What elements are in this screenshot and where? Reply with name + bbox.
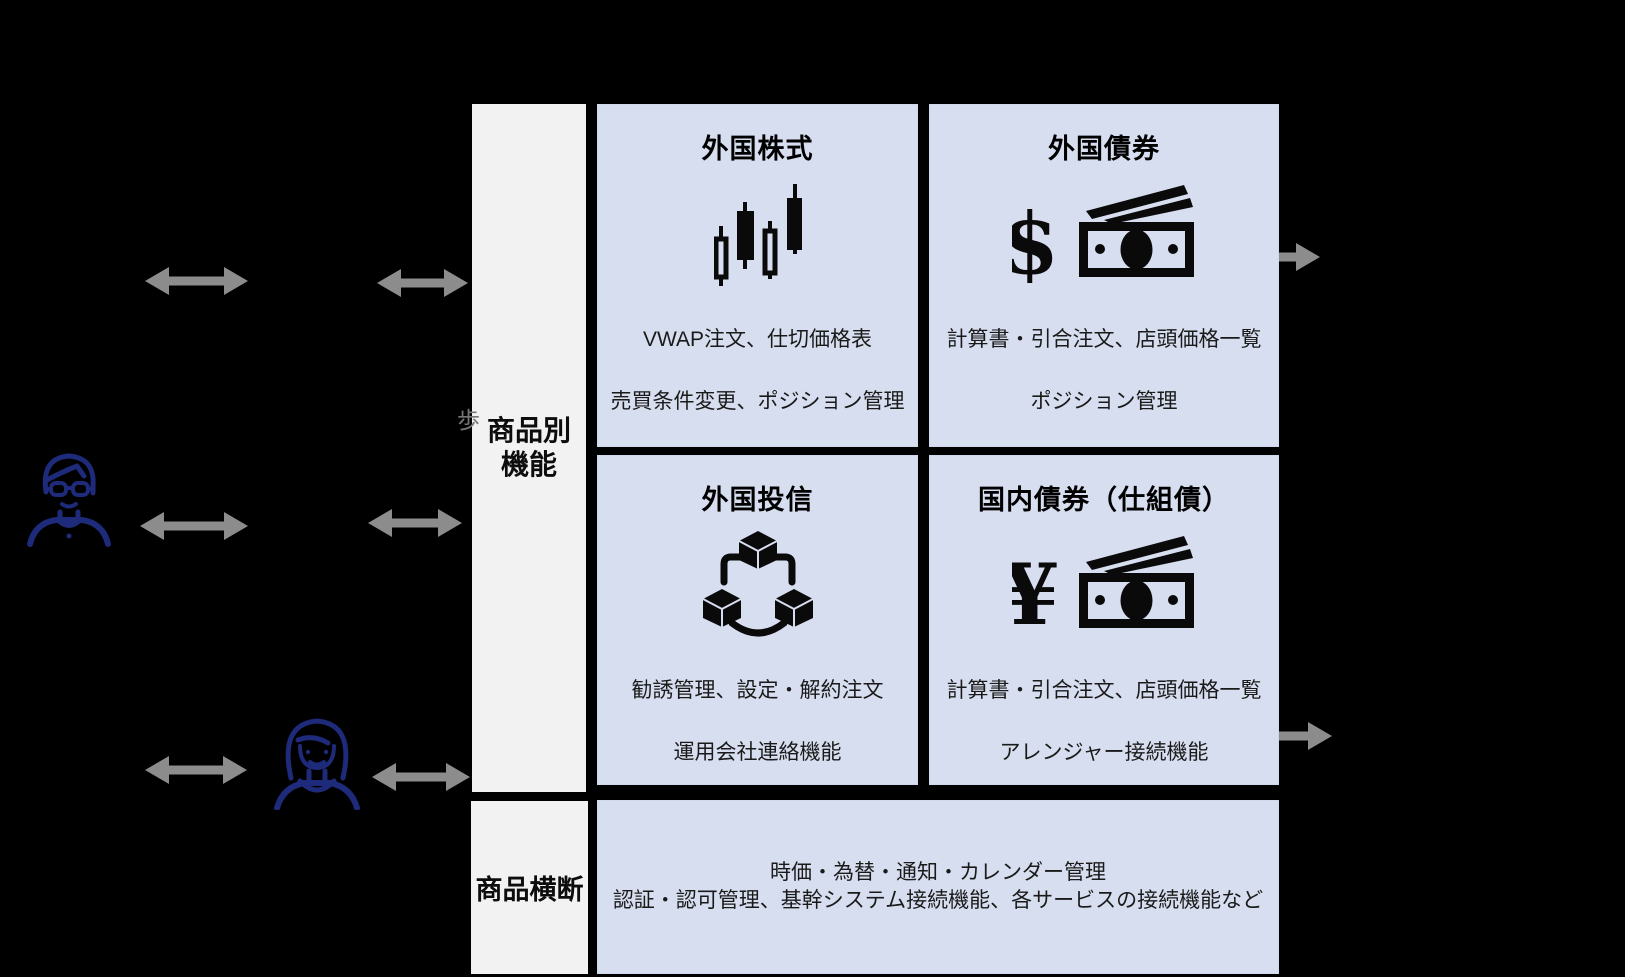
product-feature: 売買条件変更、ポジション管理 [610, 390, 905, 413]
product-feature: 勧誘管理、設定・解約注文 [631, 679, 884, 702]
product-box-foreign-bond: 外国債券 $ 計算書・引合注文、店頭価格一覧 ポジション管理 [929, 104, 1279, 447]
bidirectional-arrow [377, 269, 468, 297]
category-label: 商品横断 [475, 875, 584, 905]
man-with-glasses-icon [27, 453, 111, 547]
product-title: 外国株式 [701, 134, 814, 164]
bidirectional-arrow [145, 756, 247, 784]
product-feature: 計算書・引合注文、店頭価格一覧 [946, 679, 1262, 702]
dollar-banknote-icon: $ [930, 173, 1278, 293]
category-box-product-specific: 商品別 機能 [472, 104, 586, 792]
category-box-cross-product: 商品横断 [471, 801, 588, 974]
product-box-domestic-bond: 国内債券（仕組債） ¥ 計算書・引合注文、店頭価格一覧 アレンジャー接続機能 [929, 455, 1279, 785]
product-feature: 運用会社連絡機能 [673, 741, 842, 764]
product-title: 外国投信 [701, 485, 814, 515]
product-box-foreign-equity: 外国株式 VWAP注文、仕切価格表 売買条件変更、ポジション管理 [597, 104, 918, 447]
product-box-foreign-fund: 外国投信 勧誘管理、設定・解約注文 [597, 455, 918, 785]
stray-glyph: 歩 [457, 407, 480, 433]
bidirectional-arrow [145, 267, 248, 295]
currency-symbol: $ [1012, 194, 1059, 283]
candlestick-chart-icon [598, 173, 917, 293]
product-feature: アレンジャー接続機能 [999, 741, 1209, 764]
cross-product-functions-text: 時価・為替・通知・カレンダー管理 認証・認可管理、基幹システム接続機能、各サービ… [598, 801, 1278, 973]
cube-network-icon [598, 524, 917, 644]
bidirectional-arrow [368, 509, 462, 537]
currency-symbol: ¥ [1012, 545, 1059, 634]
product-title: 国内債券（仕組債） [978, 485, 1230, 515]
woman-icon [274, 718, 360, 810]
bidirectional-arrow [372, 763, 470, 791]
cross-product-line: 時価・為替・通知・カレンダー管理 [770, 861, 1106, 884]
product-title: 外国債券 [1048, 134, 1160, 164]
bidirectional-arrow [1243, 722, 1332, 750]
category-label: 商品別 機能 [486, 415, 571, 480]
cross-product-line: 認証・認可管理、基幹システム接続機能、各サービスの接続機能など [612, 889, 1264, 912]
cross-product-functions-box: 時価・為替・通知・カレンダー管理 認証・認可管理、基幹システム接続機能、各サービ… [597, 800, 1279, 974]
product-feature: ポジション管理 [1030, 390, 1178, 413]
product-feature: 計算書・引合注文、店頭価格一覧 [946, 328, 1262, 351]
yen-banknote-icon: ¥ [930, 524, 1278, 644]
product-feature: VWAP注文、仕切価格表 [642, 328, 873, 351]
bidirectional-arrow [140, 512, 248, 540]
